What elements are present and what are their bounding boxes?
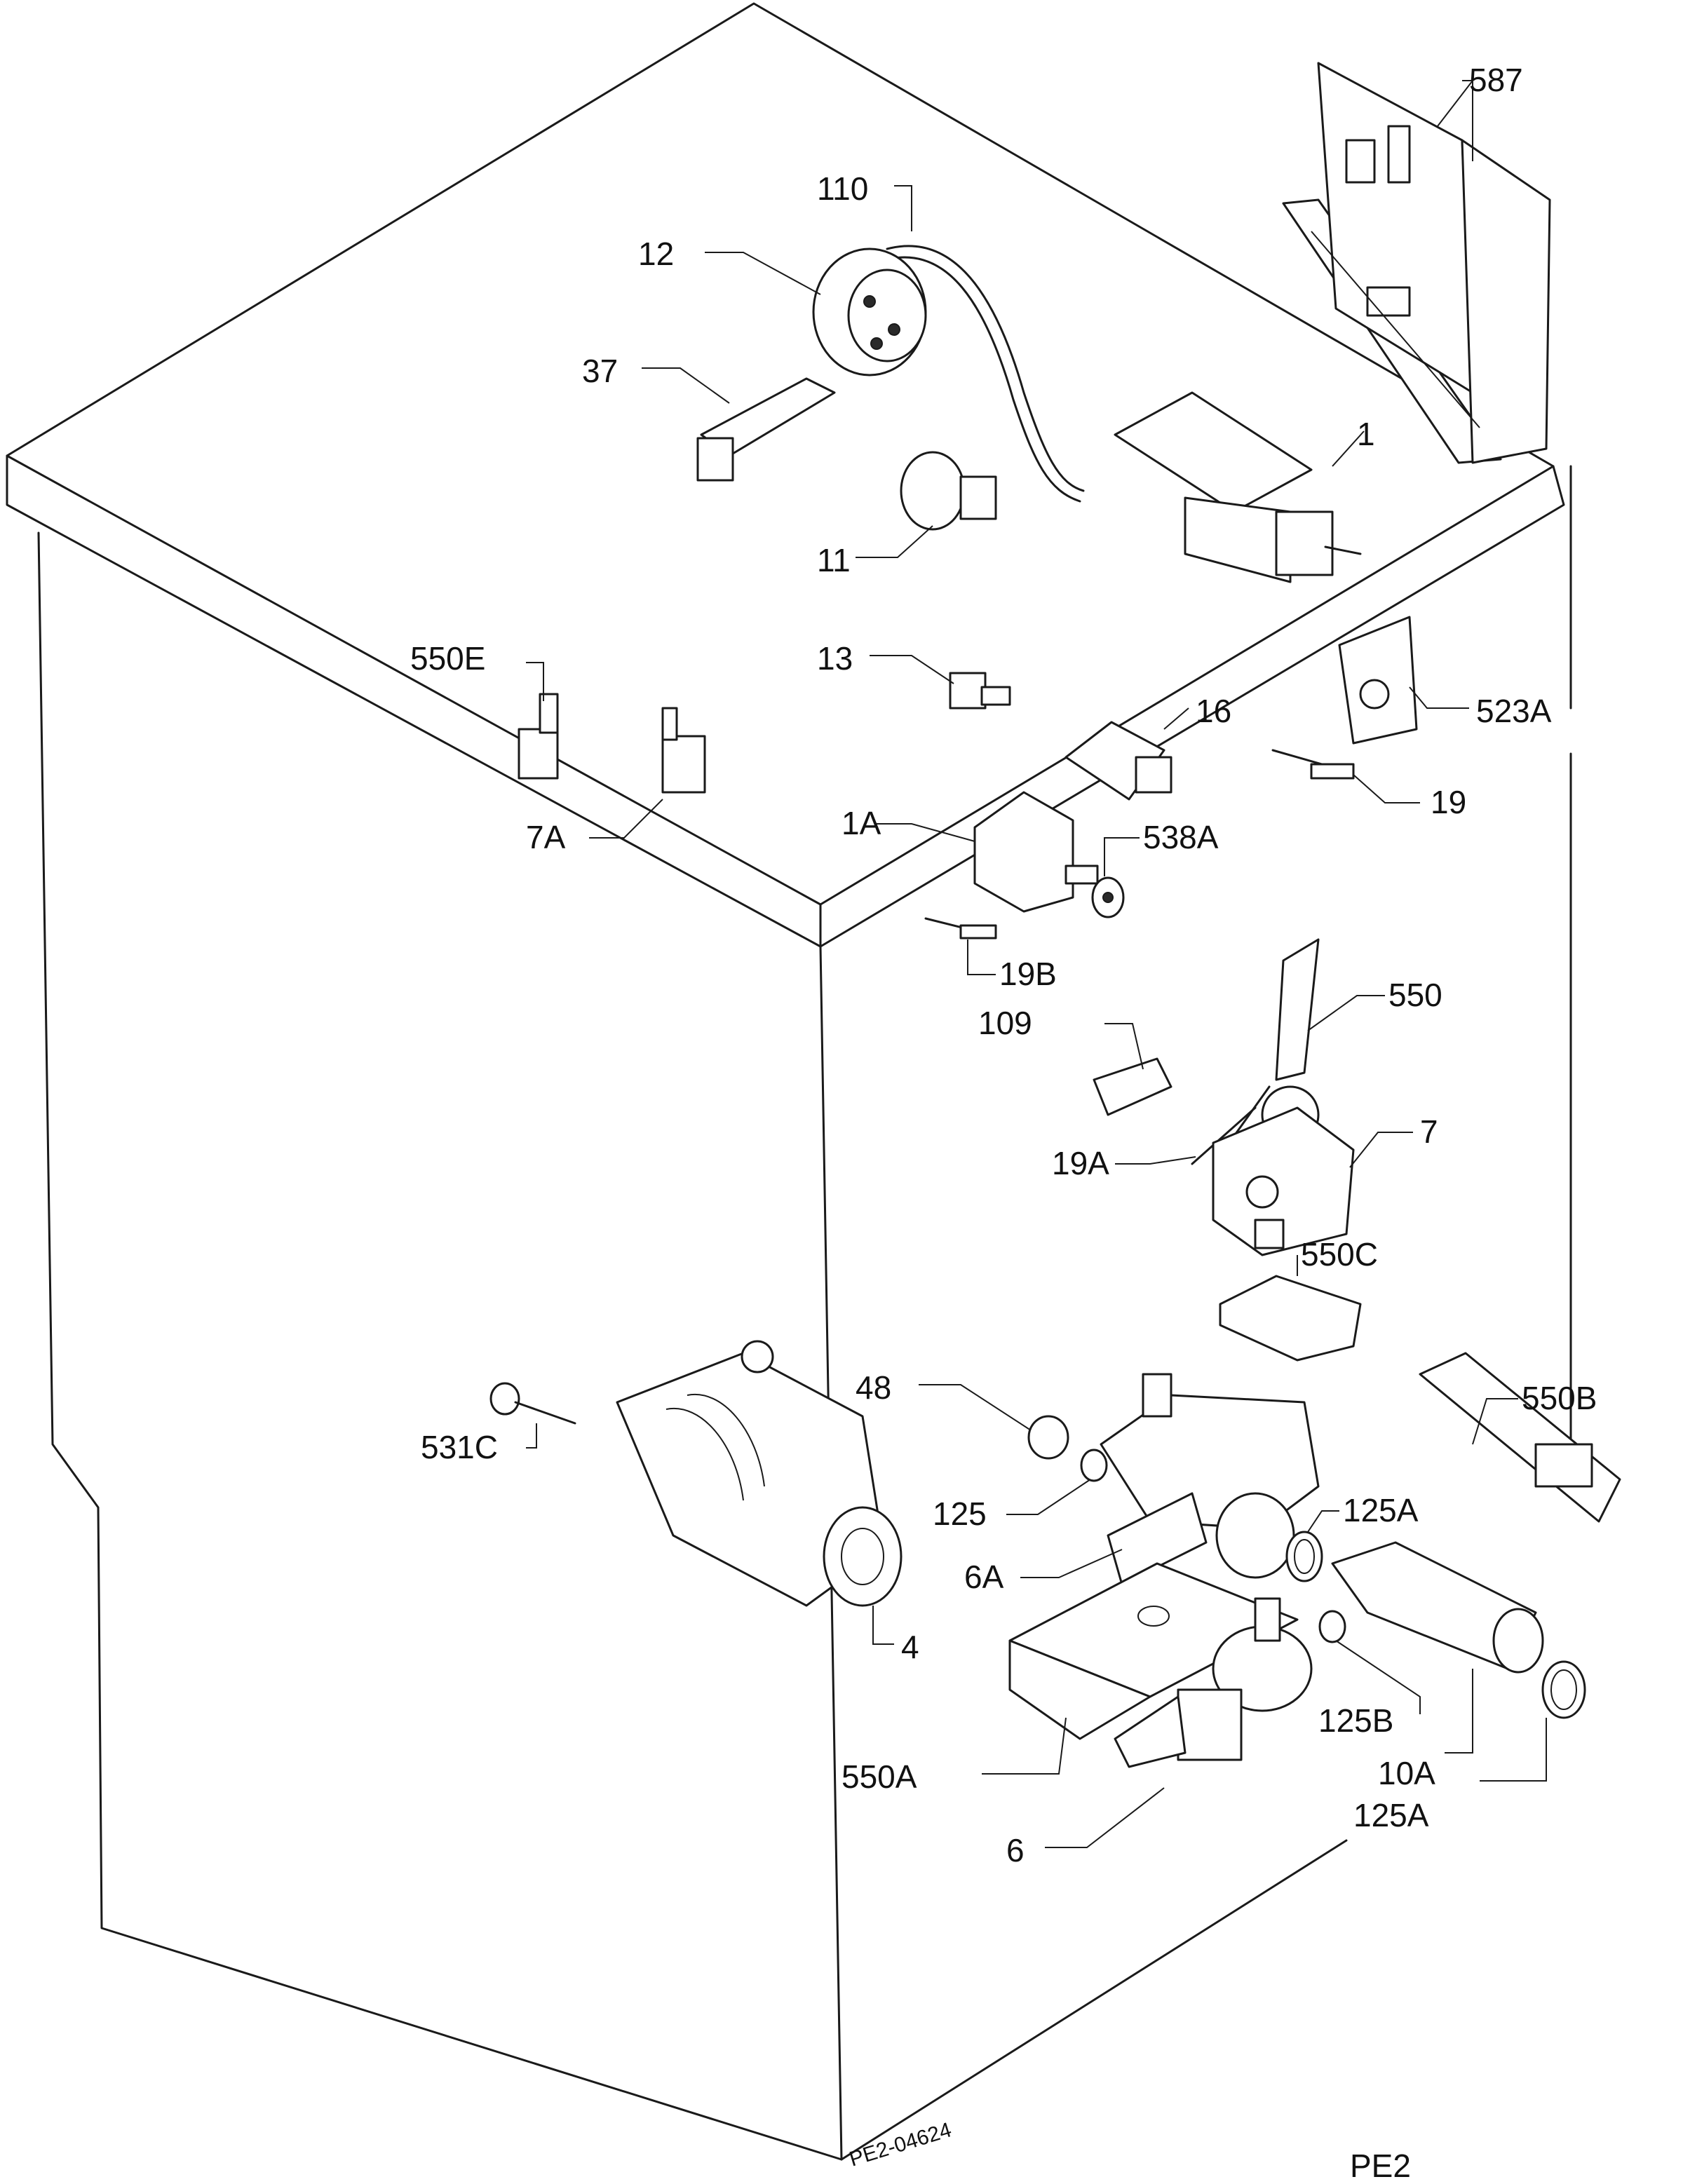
callout-labels: 587 110 12 37 1 11 550E 13 16 523A 19 7A… [410, 62, 1597, 1868]
part-4-motor [616, 1340, 903, 1607]
label-1A: 1A [842, 805, 881, 841]
label-6: 6 [1006, 1832, 1025, 1868]
leader-lines [526, 80, 1547, 1848]
label-125A-lower: 125A [1353, 1797, 1429, 1833]
part-13-connector [949, 672, 1011, 710]
part-6-drain-valve [1114, 1597, 1313, 1768]
part-37-connector-strip [696, 377, 836, 482]
label-16: 16 [1196, 693, 1231, 729]
label-523A: 523A [1476, 693, 1552, 729]
part-48-plug [1027, 1415, 1069, 1460]
part-125A-seal-2 [1541, 1660, 1586, 1719]
part-550A-cover [1008, 1562, 1299, 1740]
label-48: 48 [856, 1369, 891, 1406]
label-125A: 125A [1343, 1492, 1419, 1528]
part-587-control-board [1282, 62, 1551, 464]
part-16-switch [1064, 721, 1172, 801]
label-19: 19 [1431, 784, 1466, 820]
part-550E-switch [518, 693, 559, 780]
label-11: 11 [817, 542, 851, 578]
label-12: 12 [638, 236, 674, 272]
page-code: PE2 [1350, 2148, 1411, 2184]
label-550A: 550A [842, 1758, 917, 1795]
label-550E: 550E [410, 640, 485, 677]
label-550C: 550C [1301, 1236, 1378, 1273]
part-1A-selector-switch [973, 791, 1099, 913]
label-550: 550 [1388, 977, 1442, 1013]
label-1: 1 [1357, 416, 1375, 452]
part-110-hose [886, 245, 1085, 503]
label-550B: 550B [1522, 1380, 1597, 1416]
label-110: 110 [817, 170, 868, 207]
cabinet-outline [6, 2, 1572, 2161]
part-6A-bracket [1107, 1492, 1208, 1586]
part-550B-bracket [1419, 1352, 1621, 1523]
part-125A-seal [1285, 1531, 1323, 1582]
label-7A: 7A [526, 819, 566, 855]
part-1-timer [1114, 391, 1362, 583]
part-531C-screw [489, 1382, 576, 1425]
label-19B: 19B [999, 956, 1057, 992]
part-12-pressure-switch [812, 247, 927, 377]
part-125-seal [1080, 1449, 1108, 1482]
part-109-lens [1093, 1057, 1172, 1116]
part-10A-hose [1331, 1541, 1544, 1674]
part-523A-bracket [1338, 616, 1418, 745]
label-19A: 19A [1052, 1145, 1109, 1181]
part-550C-cover [1219, 1275, 1362, 1362]
label-37: 37 [582, 353, 618, 389]
label-538A: 538A [1143, 819, 1219, 855]
label-4: 4 [901, 1629, 919, 1665]
label-6A: 6A [964, 1559, 1004, 1595]
part-pump-housing [1100, 1373, 1320, 1579]
part-7-door-lock [1212, 1106, 1355, 1256]
label-7: 7 [1420, 1113, 1438, 1150]
part-538A-knob [1091, 876, 1125, 918]
label-587: 587 [1469, 62, 1523, 98]
label-531C: 531C [421, 1429, 498, 1465]
label-125: 125 [933, 1495, 987, 1532]
part-7A-micro-switch [661, 707, 706, 794]
part-19-sensor [1271, 749, 1355, 780]
label-13: 13 [817, 640, 853, 677]
label-125B: 125B [1318, 1702, 1393, 1739]
part-19A-sensor [1191, 1085, 1271, 1165]
part-19B-sensor [924, 917, 997, 940]
part-125B-seal [1318, 1610, 1346, 1643]
label-109: 109 [978, 1005, 1032, 1041]
part-11-capacitor [900, 451, 997, 531]
label-10A: 10A [1378, 1755, 1435, 1791]
drawing-code: PE2-04624 [846, 2118, 954, 2171]
